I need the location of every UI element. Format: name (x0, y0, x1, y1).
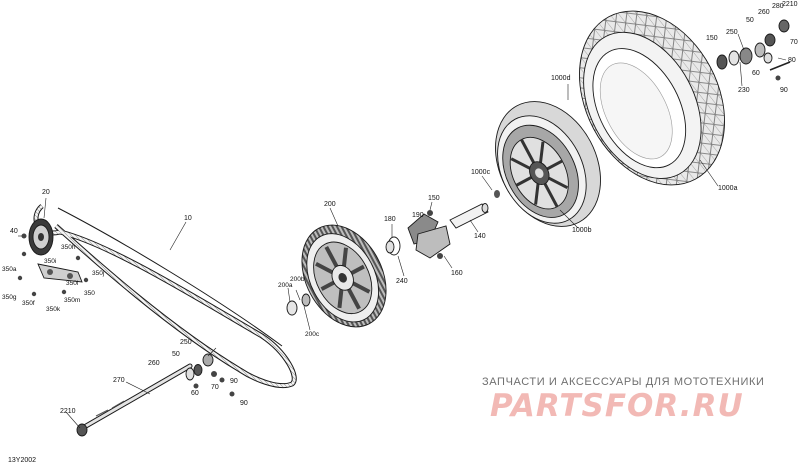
label-260: 260 (148, 360, 160, 367)
label-70-top: 70 (790, 39, 798, 46)
part-labels: 1000a 1000b 1000c 1000d 10 20 40 350h 35… (2, 1, 798, 415)
label-1000c: 1000c (471, 169, 491, 176)
label-150-top: 150 (706, 35, 718, 42)
label-350h: 350h (61, 244, 76, 251)
label-20: 20 (42, 189, 50, 196)
label-200a: 200a (278, 282, 293, 289)
label-60-top: 60 (752, 70, 760, 77)
watermark: ЗАПЧАСТИ И АКСЕССУАРЫ ДЛЯ МОТОТЕХНИКИ PA… (482, 376, 764, 424)
drawing-code: 13Y2002 (8, 457, 36, 464)
label-50-top: 50 (746, 17, 754, 24)
label-90-top: 90 (780, 87, 788, 94)
label-200b: 200b (290, 276, 305, 283)
tensioner-pulley (28, 218, 54, 256)
drive-sprocket (301, 224, 387, 328)
label-350a: 350a (2, 266, 17, 273)
label-2210-left: 2210 (60, 408, 76, 415)
tire (579, 10, 725, 186)
label-200c: 200c (305, 331, 320, 338)
label-350i: 350i (44, 258, 56, 265)
watermark-tagline: ЗАПЧАСТИ И АКСЕССУАРЫ ДЛЯ МОТОТЕХНИКИ (482, 376, 764, 388)
label-350l: 350l (66, 280, 79, 287)
wheel-rim (495, 101, 601, 227)
label-250-top: 250 (726, 29, 738, 36)
label-260-top: 260 (758, 9, 770, 16)
label-140: 140 (474, 233, 486, 240)
hub-parts (385, 190, 500, 259)
label-350f: 350f (22, 300, 35, 307)
label-1000a: 1000a (718, 185, 738, 192)
axle (83, 363, 193, 429)
label-50-left: 50 (172, 351, 180, 358)
drive-belt (33, 204, 297, 388)
tensioner-bracket (17, 233, 89, 297)
label-280: 280 (772, 3, 784, 10)
label-1000b: 1000b (572, 227, 592, 234)
label-350j: 350j (92, 270, 104, 277)
label-240: 240 (396, 278, 408, 285)
label-10: 10 (184, 215, 192, 222)
label-270: 270 (113, 377, 125, 384)
label-40: 40 (10, 228, 18, 235)
label-200: 200 (324, 201, 336, 208)
label-60: 60 (191, 390, 199, 397)
label-230: 230 (738, 87, 750, 94)
label-250-left: 250 (180, 339, 192, 346)
watermark-brand: PARTSFOR.RU (490, 388, 744, 424)
sprocket-spacers (286, 293, 311, 316)
label-80-top: 80 (788, 57, 796, 64)
label-1000d: 1000d (551, 75, 571, 82)
label-2210-top: 2210 (782, 1, 798, 8)
label-70-left: 70 (211, 384, 219, 391)
leader-lines (18, 33, 787, 429)
wheel-hub-hardware (716, 19, 791, 81)
label-160: 160 (451, 270, 463, 277)
label-180: 180 (384, 216, 396, 223)
label-150: 150 (428, 195, 440, 202)
label-350k: 350k (46, 306, 61, 313)
label-90-left: 90 (230, 378, 238, 385)
label-350g: 350g (2, 294, 17, 301)
label-350m: 350m (64, 297, 80, 304)
label-90-bottom: 90 (240, 400, 248, 407)
label-190: 190 (412, 212, 424, 219)
label-350: 350 (84, 290, 95, 297)
